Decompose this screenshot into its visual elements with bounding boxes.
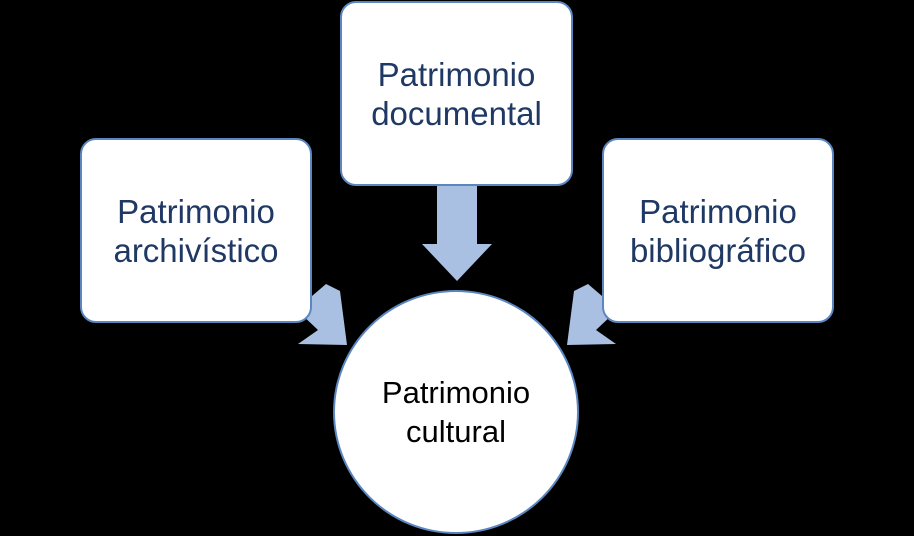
node-label: Patrimonio archivístico	[113, 192, 279, 269]
node-patrimonio-bibliografico: Patrimonio bibliográfico	[602, 138, 834, 323]
arrow-top-to-center	[422, 186, 492, 281]
node-patrimonio-archivistico: Patrimonio archivístico	[80, 138, 312, 323]
target-node-label: Patrimonio cultural	[381, 375, 531, 449]
node-label: Patrimonio bibliográfico	[629, 192, 807, 269]
node-patrimonio-documental: Patrimonio documental	[340, 1, 573, 186]
node-patrimonio-cultural: Patrimonio cultural	[333, 290, 579, 534]
node-label: Patrimonio documental	[371, 55, 542, 132]
